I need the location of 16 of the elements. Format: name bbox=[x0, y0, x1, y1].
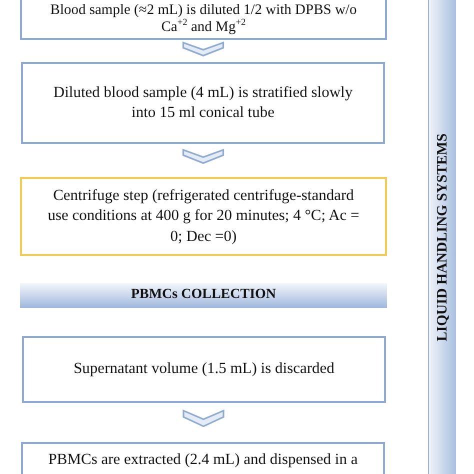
process-box bbox=[20, 177, 387, 256]
process-box bbox=[22, 336, 386, 403]
chevron-arrow bbox=[182, 148, 224, 164]
process-box bbox=[21, 62, 385, 144]
step-text: Centrifuge step (refrigerated centrifuge-standard use conditions at 400 g for 20 minutes; 4 °C; Ac = 0; Dec =0) bbox=[46, 186, 360, 247]
side-bar bbox=[428, 0, 456, 474]
step-text: PBMCs are extracted (2.4 mL) and dispensed in a bbox=[48, 450, 358, 470]
chevron-arrow bbox=[182, 41, 224, 56]
side-label: LIQUID HANDLING SYSTEMS bbox=[433, 133, 452, 341]
section-heading: PBMCs COLLECTION bbox=[130, 286, 276, 304]
step-text: Supernatant volume (1.5 mL) is discarded bbox=[74, 359, 334, 380]
process-box bbox=[20, 0, 387, 40]
step-text: Blood sample (≈2 mL) is diluted 1/2 with DPBS w/o Ca$^{+2}$ and Mg$^{+2}$ bbox=[49, 2, 358, 36]
chevron-arrow bbox=[182, 409, 224, 428]
section-banner bbox=[20, 283, 387, 308]
step-text: Diluted blood sample (4 mL) is stratified slowly into 15 ml conical tube bbox=[53, 82, 353, 123]
